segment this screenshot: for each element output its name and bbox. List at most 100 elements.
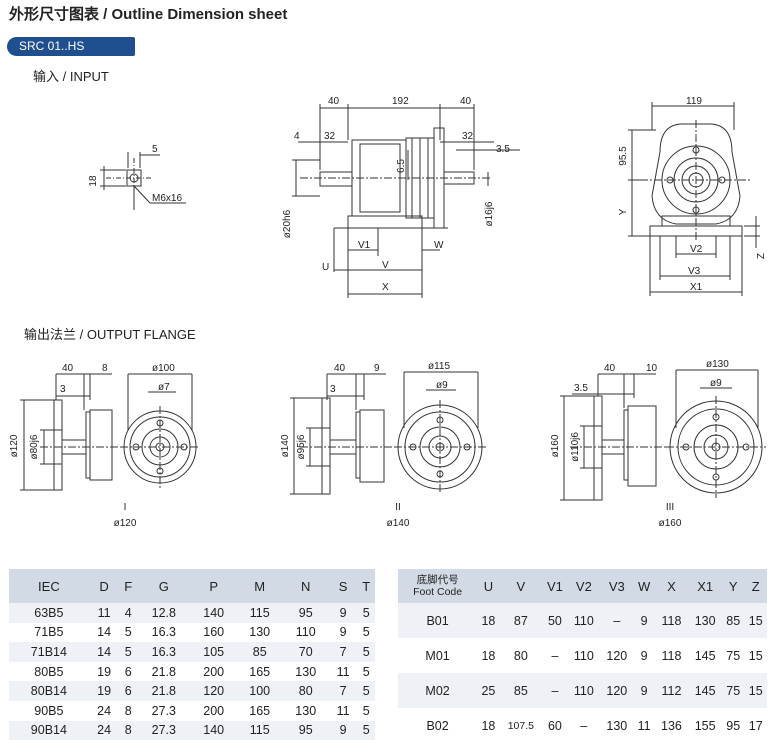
iec-col: M <box>236 569 283 603</box>
table-cell: 140 <box>190 603 237 623</box>
flange-2-dim-offset: 3 <box>330 384 336 395</box>
table-cell: 6 <box>119 681 137 701</box>
table-cell: 120 <box>599 638 634 673</box>
table-cell: 5 <box>357 700 375 721</box>
dim-W: W <box>434 240 444 251</box>
shaft-out-dim: ø16j6 <box>484 201 495 226</box>
foot-col: X <box>654 569 689 603</box>
dim-U: U <box>322 262 329 273</box>
flange-2-outer-dia: ø140 <box>280 434 291 457</box>
flange-2-pilot-dia: ø95j6 <box>296 434 307 459</box>
table-cell: 145 <box>688 638 722 673</box>
table-cell: 130 <box>282 700 329 721</box>
foot-code-en: Foot Code <box>413 586 463 598</box>
table-cell: 8 <box>119 720 137 741</box>
table-cell: – <box>542 673 568 708</box>
flange-2-dim-40: 40 <box>334 363 346 374</box>
dim-95-5: 95.5 <box>618 146 629 166</box>
table-cell: 160 <box>190 622 237 643</box>
table-cell: 120 <box>190 681 237 701</box>
output-section-label: 输出法兰 / OUTPUT FLANGE <box>24 327 196 342</box>
shaft-in-dim: ø20h6 <box>282 209 293 238</box>
table-cell: 80B14 <box>9 681 89 701</box>
table-cell: 165 <box>236 700 283 721</box>
flange-2-pcd: ø115 <box>428 361 450 372</box>
table-cell: M02 <box>398 673 478 708</box>
input-section-label: 输入 / INPUT <box>33 69 109 84</box>
foot-table-header: 底脚代号 Foot Code U V V1 V2 V3 W X X1 Y Z <box>398 569 767 603</box>
dim-6-5: 6.5 <box>396 159 407 173</box>
table-cell: 5 <box>357 661 375 682</box>
table-cell: 110 <box>567 603 600 638</box>
foot-col: V3 <box>599 569 634 603</box>
page-title: 外形尺寸图表 / Outline Dimension sheet <box>9 6 288 23</box>
flange-1-dim-40: 40 <box>62 363 74 374</box>
table-cell: 165 <box>236 661 283 682</box>
table-cell: 75 <box>722 673 745 708</box>
flange-2-hole: ø9 <box>436 380 448 391</box>
table-cell: 107.5 <box>499 708 543 743</box>
dim-3-5: 3.5 <box>496 144 510 155</box>
foot-table: 底脚代号 Foot Code U V V1 V2 V3 W X X1 Y Z B… <box>398 569 767 743</box>
flange-drawing-2: 40 9 3 ø115 ø9 ø140 ø95j6 II ø140 <box>280 361 486 529</box>
table-cell: 5 <box>119 642 137 662</box>
flange-3-outer-dia: ø160 <box>550 434 561 457</box>
table-cell: 71B14 <box>9 642 89 662</box>
table-cell: 100 <box>236 681 283 701</box>
dim-40-left: 40 <box>328 96 340 107</box>
table-cell: 15 <box>744 673 767 708</box>
table-cell: 95 <box>282 603 329 623</box>
flange-3-pcd: ø130 <box>706 359 729 370</box>
table-cell: 80 <box>499 638 543 673</box>
table-cell: 9 <box>633 638 655 673</box>
iec-col: S <box>328 569 358 603</box>
table-cell: 16.3 <box>136 642 191 662</box>
dim-X1: X1 <box>690 282 703 293</box>
table-cell: 5 <box>357 622 375 643</box>
foot-col: V1 <box>542 569 568 603</box>
foot-col: V2 <box>567 569 600 603</box>
flange-drawing-3: 40 10 3.5 ø130 ø9 ø160 ø110j6 III ø160 <box>550 359 766 529</box>
table-cell: 24 <box>88 720 120 741</box>
table-cell: 71B5 <box>9 622 89 643</box>
table-cell: 5 <box>357 603 375 623</box>
table-cell: 14 <box>88 622 120 643</box>
table-cell: 120 <box>599 673 634 708</box>
iec-col: T <box>357 569 375 603</box>
dim-32-left: 32 <box>324 131 336 142</box>
flange-3-hole: ø9 <box>710 378 722 389</box>
table-cell: 87 <box>499 603 543 638</box>
table-cell: 145 <box>688 673 722 708</box>
iec-col: IEC <box>9 569 89 603</box>
table-cell: 118 <box>654 603 689 638</box>
dim-192: 192 <box>392 96 409 107</box>
table-cell: B01 <box>398 603 478 638</box>
dim-V: V <box>382 260 389 271</box>
foot-col: X1 <box>688 569 722 603</box>
iec-col: D <box>88 569 120 603</box>
table-cell: 70 <box>282 642 329 662</box>
table-cell: 18 <box>477 638 500 673</box>
table-cell: 75 <box>722 638 745 673</box>
table-cell: 110 <box>282 622 329 643</box>
model-badge: SRC 01..HS <box>7 37 135 56</box>
table-cell: 8 <box>119 700 137 721</box>
table-cell: 80B5 <box>9 661 89 682</box>
flange-1-pilot-dia: ø80j6 <box>29 434 40 459</box>
foot-col: Z <box>744 569 767 603</box>
flange-3-dia-caption: ø160 <box>659 518 682 529</box>
table-cell: 200 <box>190 700 237 721</box>
iec-col: G <box>136 569 191 603</box>
table-cell: – <box>567 708 600 743</box>
dim-X: X <box>382 282 389 293</box>
flange-2-dim-thick: 9 <box>374 363 380 374</box>
flange-1-hole: ø7 <box>158 382 170 393</box>
table-cell: 24 <box>88 700 120 721</box>
flange-2-dia-caption: ø140 <box>387 518 410 529</box>
table-cell: 18 <box>477 603 500 638</box>
table-cell: 27.3 <box>136 720 191 741</box>
